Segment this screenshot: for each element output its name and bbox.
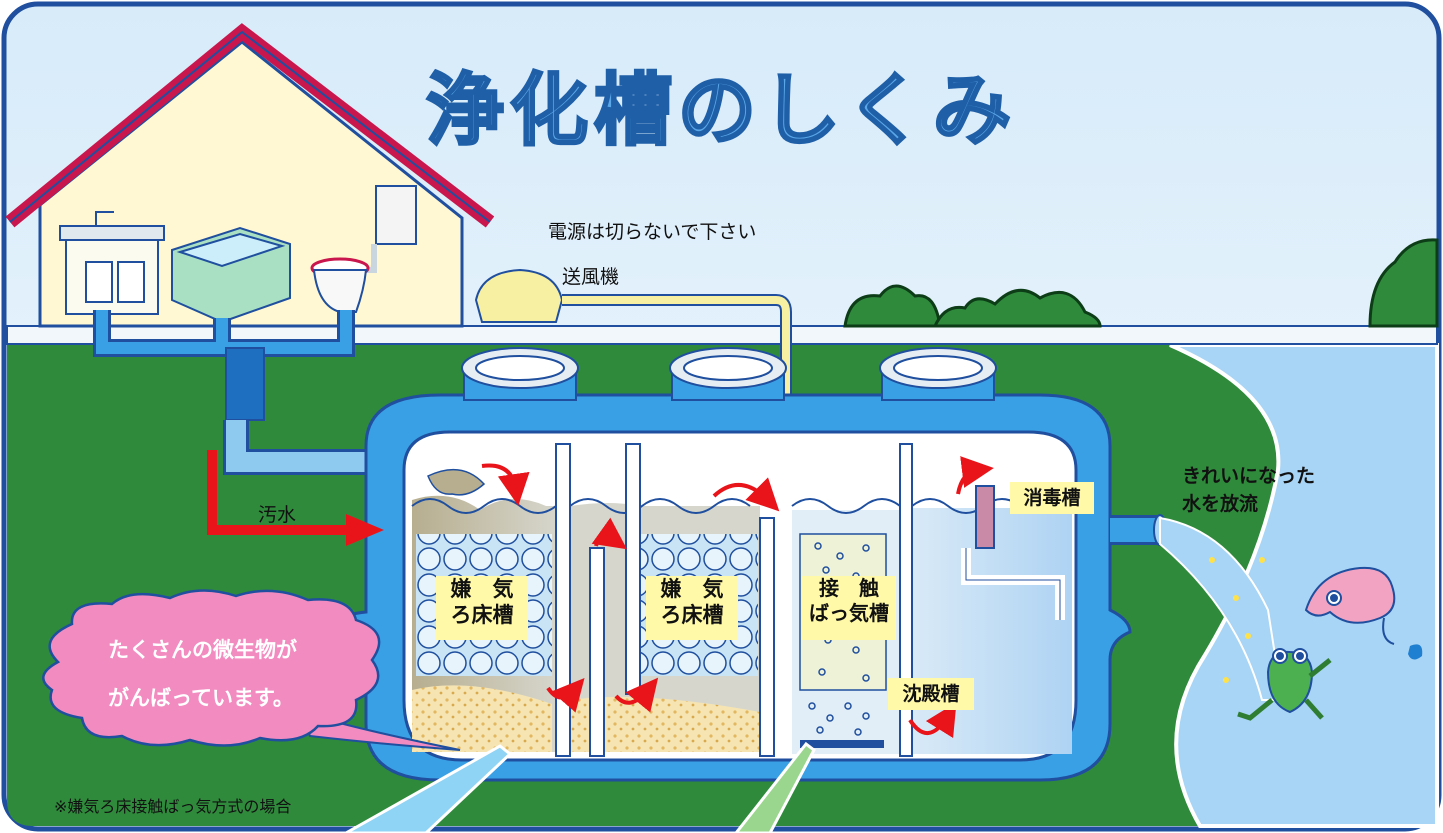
pointer-beam-sludge xyxy=(342,744,513,833)
sparkle-icons xyxy=(1209,557,1303,683)
frog-icon xyxy=(1237,648,1332,721)
anaerobic-filter-2-line1: 嫌 気 xyxy=(660,577,724,601)
speech-cloud-text: たくさんの微生物が がんばっています。 xyxy=(108,626,297,722)
sedimentation-tank-label: 沈殿槽 xyxy=(888,678,974,710)
anaerobic-filter-2-label: 嫌 気 ろ床槽 xyxy=(646,576,738,640)
anaerobic-filter-1-line1: 嫌 気 xyxy=(450,577,514,601)
anaerobic-filter-1-label: 嫌 気 ろ床槽 xyxy=(436,576,528,640)
ground-line xyxy=(6,325,1438,345)
clean-water-line2: 水を放流 xyxy=(1182,493,1259,515)
wastewater-arrow-icon xyxy=(207,450,384,546)
toilet-icon xyxy=(310,185,417,313)
anaerobic-filter-1-line2: ろ床槽 xyxy=(450,603,514,628)
page-title: 浄化槽のしくみ xyxy=(424,65,1018,158)
discharge-stream xyxy=(1159,516,1284,701)
speech-cloud-line1: たくさんの微生物が xyxy=(108,638,297,662)
speech-cloud-line2: がんばっています。 xyxy=(108,686,294,710)
anaerobic-filter-2-line2: ろ床槽 xyxy=(660,603,724,628)
kitchen-sink-icon xyxy=(59,211,165,315)
manhole-icon xyxy=(461,347,997,401)
aeration-tank-line2: ばっ気槽 xyxy=(809,601,889,625)
bush-icon xyxy=(843,238,1439,328)
bathtub-icon xyxy=(171,226,291,324)
clean-water-line1: きれいになった xyxy=(1182,465,1316,487)
water-surface xyxy=(411,498,1057,514)
drain-riser xyxy=(225,347,265,421)
splash-icon xyxy=(1408,644,1423,660)
disinfection-tank-label: 消毒槽 xyxy=(1010,482,1094,514)
footnote-label: ※嫌気ろ床接触ばっ気方式の場合 xyxy=(54,797,292,816)
aeration-tank-label: 接 触 ばっ気槽 xyxy=(802,576,896,640)
pointer-beam-aeration xyxy=(734,741,816,833)
clean-water-label: きれいになった 水を放流 xyxy=(1182,462,1315,518)
outlet-pipe xyxy=(1110,514,1167,546)
blower-icon xyxy=(474,268,792,740)
power-notice-label: 電源は切らないで下さい xyxy=(548,221,757,243)
blower-label: 送風機 xyxy=(562,266,620,288)
aeration-tank-line1: 接 触 xyxy=(819,576,879,600)
speech-cloud xyxy=(42,589,461,751)
disinfectant-icon xyxy=(961,485,1065,620)
wastewater-label: 汚水 xyxy=(258,504,297,526)
flow-arrows xyxy=(481,456,994,739)
fish-icon xyxy=(1304,566,1396,645)
